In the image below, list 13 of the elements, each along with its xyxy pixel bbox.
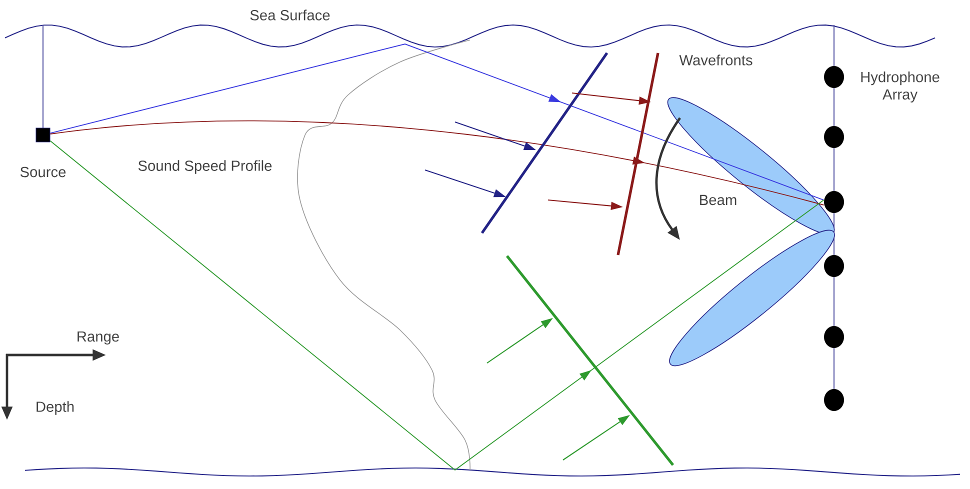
label: Sea Surface <box>250 10 330 20</box>
label: Beam <box>700 194 736 206</box>
label: Depth <box>36 401 74 415</box>
label: Range <box>78 331 119 345</box>
ray <box>50 120 824 206</box>
label: Wavefronts <box>679 54 752 66</box>
hydrophone-array <box>824 25 844 411</box>
ray <box>50 44 824 200</box>
node-caption: Source <box>20 166 66 178</box>
source-box <box>36 25 50 142</box>
ray <box>50 140 824 471</box>
label: Sound Speed Profile <box>138 160 272 174</box>
node-caption: Hydrophone Array <box>861 72 940 102</box>
